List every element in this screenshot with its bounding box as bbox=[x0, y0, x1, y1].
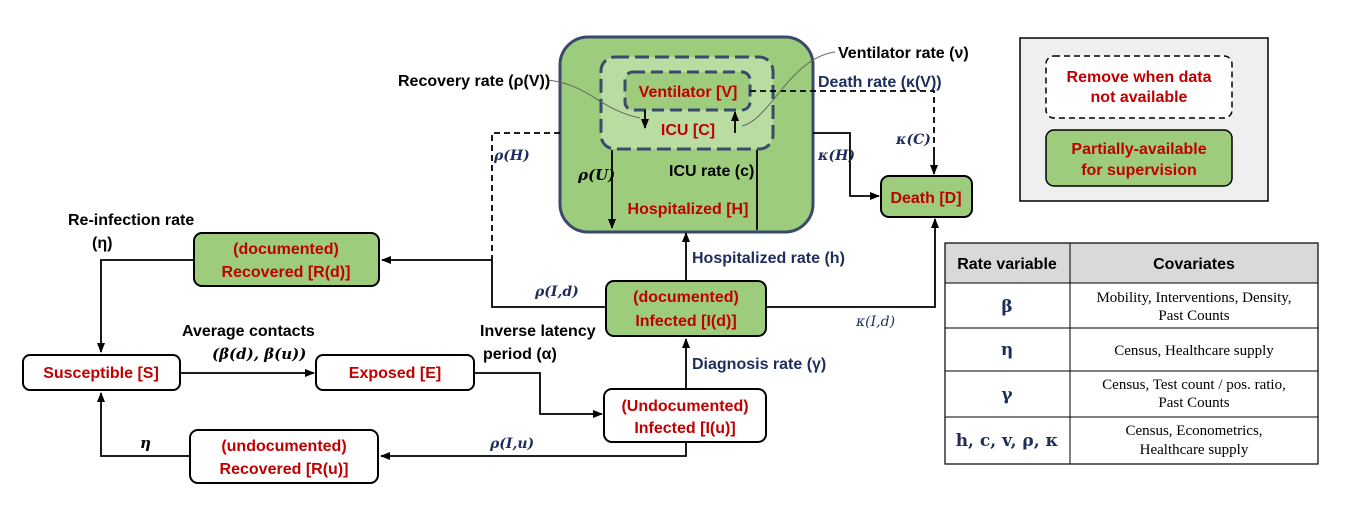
arrow-infected-doc-death bbox=[766, 218, 939, 308]
rho-h-label: ρ(H) bbox=[493, 148, 530, 164]
rho-id-label: ρ(I,d) bbox=[534, 284, 579, 300]
ventilator-rate-label: Ventilator rate (ν) bbox=[838, 45, 969, 62]
table-row-cov: Past Counts bbox=[1158, 308, 1229, 324]
table-row-var: η bbox=[1001, 340, 1013, 360]
callout-recovery bbox=[547, 79, 641, 119]
arrow-infected-undoc-recovered bbox=[380, 442, 687, 460]
beta-label: (β(d), β(u)) bbox=[212, 345, 306, 363]
reinfection-eta-label: (η) bbox=[92, 235, 112, 252]
covariate-table: Rate variable Covariates β Mobility, Int… bbox=[944, 242, 1319, 465]
death-node bbox=[880, 175, 973, 218]
table-header-bg bbox=[945, 243, 1318, 283]
table-row-cov: Mobility, Interventions, Density, bbox=[1096, 290, 1291, 306]
rho-u-label: ρ(U) bbox=[577, 166, 615, 184]
death-label: Death [D] bbox=[890, 190, 961, 207]
table-row-cov: Healthcare supply bbox=[1140, 442, 1249, 458]
susceptible-label: Susceptible [S] bbox=[43, 365, 159, 382]
rho-iu-label: ρ(I,u) bbox=[489, 436, 534, 452]
legend-remove-line2: not available bbox=[1091, 89, 1188, 106]
table-row-cov: Census, Healthcare supply bbox=[1114, 343, 1274, 359]
kappa-id-label: κ(I,d) bbox=[855, 314, 895, 330]
legend-partial-line1: Partially-available bbox=[1071, 141, 1206, 158]
kappa-h-label: κ(H) bbox=[817, 148, 855, 164]
icu-label: ICU [C] bbox=[661, 122, 715, 139]
recovered-undocumented-line2: Recovered [R(u)] bbox=[220, 461, 349, 478]
legend-remove-line1: Remove when data bbox=[1067, 69, 1212, 86]
death-rate-label: Death rate (κ(V)) bbox=[818, 74, 942, 91]
callout-ventilator bbox=[741, 51, 836, 127]
table-row-var: h, c, v, ρ, κ bbox=[956, 431, 1059, 451]
infected-documented-line2: Infected [I(d)] bbox=[635, 313, 736, 330]
arrow-ventilator-death-dashed bbox=[750, 90, 935, 150]
arrow-hospital-death bbox=[813, 132, 880, 200]
legend-dashed-sample bbox=[1045, 55, 1233, 119]
table-row-var: β bbox=[1001, 297, 1012, 317]
arrow-exposed-infected-undoc bbox=[474, 372, 603, 418]
hospitalized-rate-label: Hospitalized rate (h) bbox=[692, 250, 845, 267]
ventilator-label: Ventilator [V] bbox=[639, 84, 738, 101]
table-row-cov: Past Counts bbox=[1158, 395, 1229, 411]
table-row-cov: Census, Test count / pos. ratio, bbox=[1102, 377, 1286, 393]
arrow-infected-doc-recovered bbox=[381, 256, 606, 308]
table-frame bbox=[944, 242, 1319, 465]
kappa-c-label: κ(C) bbox=[895, 132, 931, 148]
infected-documented-line1: (documented) bbox=[633, 289, 739, 306]
average-contacts-label: Average contacts bbox=[182, 323, 315, 340]
recovered-undocumented-line1: (undocumented) bbox=[221, 438, 346, 455]
table-header-rate: Rate variable bbox=[957, 256, 1057, 273]
arrow-recovered-doc-susceptible bbox=[97, 259, 194, 353]
reinfection-rate-label: Re-infection rate bbox=[68, 212, 194, 229]
infected-undocumented-line1: (Undocumented) bbox=[621, 398, 748, 415]
infected-undocumented-node bbox=[603, 388, 767, 443]
recovered-documented-line1: (documented) bbox=[233, 241, 339, 258]
infected-undocumented-line2: Infected [I(u)] bbox=[634, 420, 735, 437]
legend-partial-line2: for supervision bbox=[1081, 162, 1197, 179]
icu-rate-label: ICU rate (c) bbox=[669, 163, 754, 180]
hospitalized-label: Hospitalized [H] bbox=[628, 201, 749, 218]
latency-period-label: period (α) bbox=[483, 346, 557, 363]
exposed-label: Exposed [E] bbox=[349, 365, 441, 382]
table-row-var: γ bbox=[1001, 385, 1013, 405]
diagnosis-rate-label: Diagnosis rate (γ) bbox=[692, 356, 826, 373]
table-header-covariates: Covariates bbox=[1153, 256, 1235, 273]
arrow-recovered-undoc-susceptible bbox=[97, 392, 190, 457]
recovery-rate-label: Recovery rate (ρ(V)) bbox=[398, 73, 550, 90]
table-row-cov: Census, Econometrics, bbox=[1125, 423, 1262, 439]
eta-label: η bbox=[140, 434, 151, 452]
recovered-documented-line2: Recovered [R(d)] bbox=[222, 264, 351, 281]
legend-green-sample bbox=[1045, 129, 1233, 187]
inverse-latency-label: Inverse latency bbox=[480, 323, 596, 340]
arrow-hospital-recovered-dashed bbox=[491, 132, 560, 260]
